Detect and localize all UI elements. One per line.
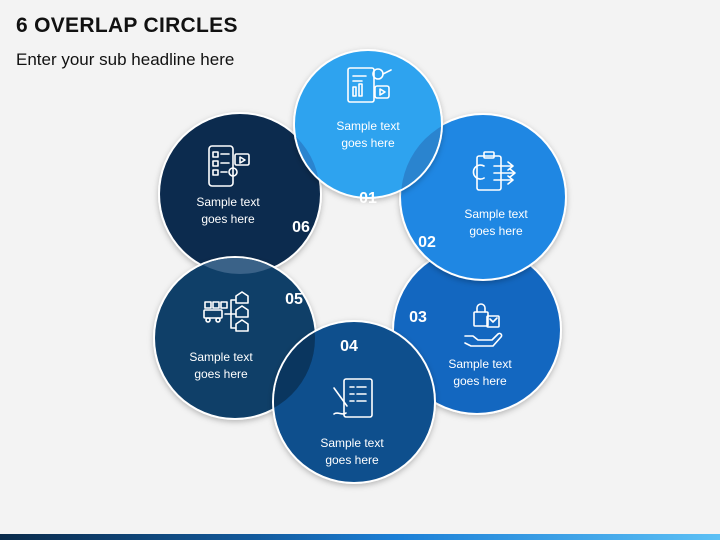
item-06-number: 06	[292, 219, 310, 236]
circle-item-01	[293, 49, 443, 199]
item-03-number: 03	[409, 309, 427, 326]
clipboard-arrows-icon	[472, 151, 516, 191]
item-04-number: 04	[340, 338, 358, 355]
item-02-text-line1: Sample text	[464, 207, 528, 221]
item-04-text-line1: Sample text	[320, 436, 384, 450]
item-04-text-line2: goes here	[325, 453, 379, 467]
item-06-text-line1: Sample text	[196, 195, 260, 209]
item-05-number: 05	[285, 291, 303, 308]
circle-item-06	[158, 112, 322, 276]
item-01-text-line1: Sample text	[336, 119, 400, 133]
checklist-pen-icon	[333, 378, 373, 418]
item-02-text-line2: goes here	[469, 224, 523, 238]
item-05-text-line2: goes here	[194, 367, 248, 381]
page-subtitle: Enter your sub headline here	[16, 50, 235, 69]
report-chart-icon	[347, 67, 392, 103]
item-06-text-line2: goes here	[201, 212, 255, 226]
mobile-checklist-icon	[208, 145, 250, 187]
circle-item-03	[392, 245, 562, 415]
hand-shopping-bag-icon	[464, 303, 503, 347]
page-title: 6 OVERLAP CIRCLES	[16, 14, 238, 37]
item-03-text-line1: Sample text	[448, 357, 512, 371]
item-01-number: 01	[359, 190, 377, 207]
circle-item-02	[399, 113, 567, 281]
circle-item-04	[272, 320, 436, 484]
bottom-accent-bar	[0, 534, 720, 540]
item-03-text-line2: goes here	[453, 374, 507, 388]
item-02-number: 02	[418, 234, 436, 251]
warehouse-flow-icon	[203, 291, 249, 332]
item-01-text-line2: goes here	[341, 136, 395, 150]
item-05-text-line1: Sample text	[189, 350, 253, 364]
